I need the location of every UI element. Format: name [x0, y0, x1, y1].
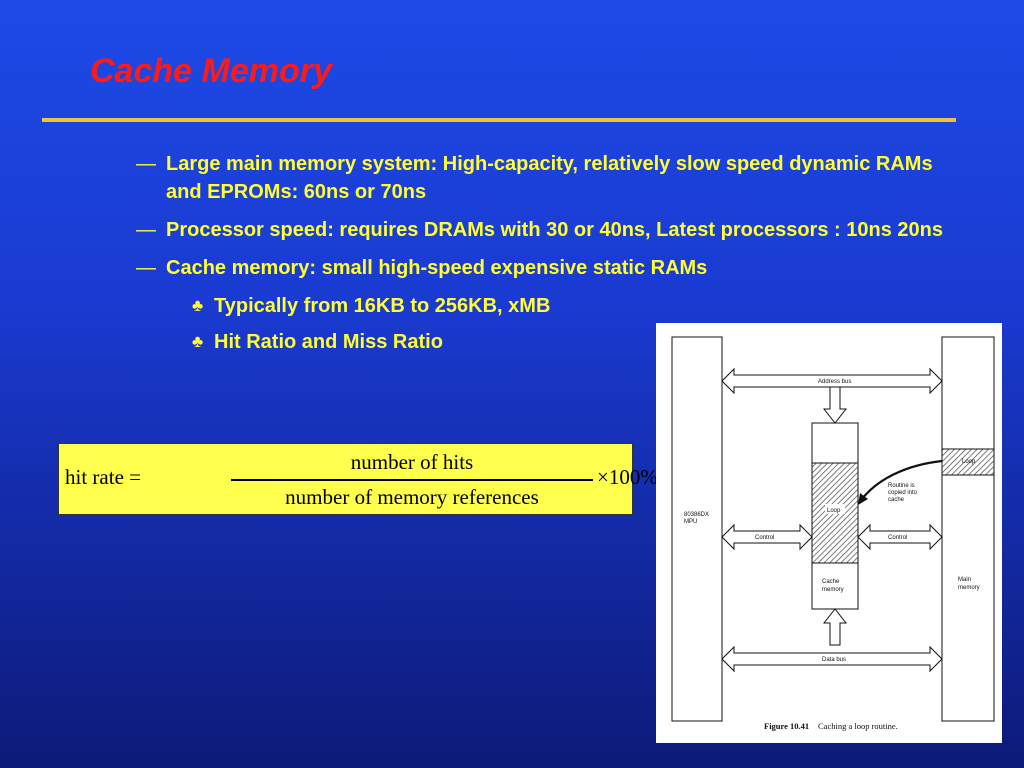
routine-note: cache — [888, 497, 905, 503]
formula-numerator: number of hits — [350, 450, 474, 474]
sub-bullet-item: ♣ Hit Ratio and Miss Ratio — [192, 328, 966, 356]
sub-bullet-item: ♣ Typically from 16KB to 256KB, xMB — [192, 292, 966, 320]
main-memory-label: Main — [958, 577, 971, 583]
sub-bullet-text: Hit Ratio and Miss Ratio — [214, 331, 443, 353]
data-bus-label: Data bus — [822, 657, 846, 663]
sub-bullet-text: Typically from 16KB to 256KB, xMB — [214, 295, 551, 317]
control-left-label: Control — [755, 535, 774, 541]
figure-caption-text: Caching a loop routine. — [818, 721, 898, 731]
fraction-bar — [231, 479, 593, 481]
bullet-text: Cache memory: small high-speed expensive… — [166, 257, 708, 279]
copy-curve-arrow — [861, 459, 943, 500]
formula-lhs: hit rate = — [65, 465, 141, 489]
cache-diagram: 80386DX MPU Loop Main memory Loop Cache … — [671, 336, 995, 731]
bullet-text: Large main memory system: High-capacity,… — [166, 153, 933, 203]
data-bus-arrow — [721, 645, 943, 673]
main-loop-label: Loop — [962, 459, 976, 465]
club-icon: ♣ — [192, 296, 204, 315]
dash-marker: — — [136, 153, 156, 175]
figure-caption-number: Figure 10.41 — [764, 721, 809, 731]
bullet-item: — Large main memory system: High-capacit… — [136, 150, 966, 206]
formula-denominator: number of memory references — [285, 485, 539, 509]
mpu-block — [671, 336, 723, 722]
control-right-arrow — [857, 523, 943, 551]
cache-memory-label: memory — [822, 587, 844, 593]
bullet-item: — Cache memory: small high-speed expensi… — [136, 254, 966, 282]
slide-title: Cache Memory — [90, 52, 332, 90]
main-memory-label: memory — [958, 585, 980, 591]
control-left-arrow — [721, 523, 813, 551]
formula-rhs: ×100% — [597, 465, 658, 489]
copy-arrowhead — [858, 493, 868, 505]
routine-note: copied into — [888, 490, 918, 496]
mpu-label: 80386DX — [684, 512, 709, 518]
club-icon: ♣ — [192, 332, 204, 351]
mpu-label: MPU — [684, 519, 697, 525]
bullet-item: — Processor speed: requires DRAMs with 3… — [136, 216, 966, 244]
cache-diagram-figure: 80386DX MPU Loop Main memory Loop Cache … — [656, 323, 1002, 743]
cache-to-data-arrow — [822, 608, 848, 646]
cache-loop-label: Loop — [827, 508, 841, 514]
dash-marker: — — [136, 257, 156, 279]
address-bus-label: Address bus — [818, 379, 851, 385]
main-memory-block — [941, 336, 995, 722]
address-bus-arrow — [721, 367, 943, 395]
main-loop-block — [941, 448, 995, 476]
cache-loop-label-bg — [825, 504, 845, 514]
address-to-cache-arrow — [822, 386, 848, 424]
hit-rate-formula: hit rate = number of hits number of memo… — [58, 443, 658, 515]
cache-memory-label: Cache — [822, 579, 840, 585]
title-divider — [42, 118, 956, 122]
dash-marker: — — [136, 219, 156, 241]
bullet-text: Processor speed: requires DRAMs with 30 … — [166, 219, 943, 241]
control-right-label: Control — [888, 535, 907, 541]
routine-note: Routine is — [888, 483, 915, 489]
bullet-list: — Large main memory system: High-capacit… — [136, 150, 966, 364]
